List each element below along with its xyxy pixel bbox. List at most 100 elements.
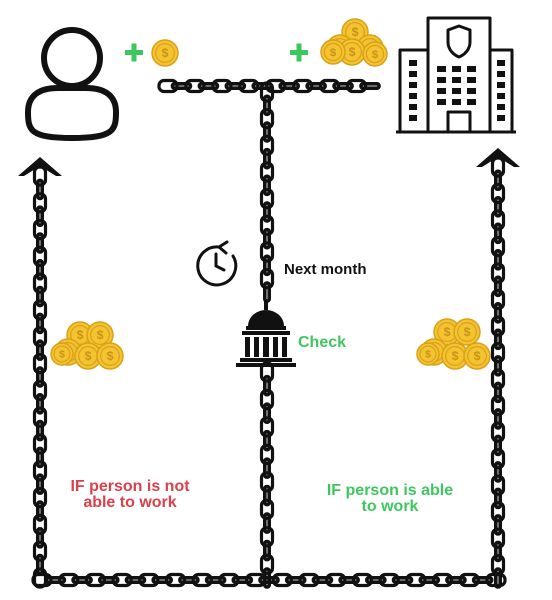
chain-link-icon bbox=[490, 342, 506, 364]
person-icon bbox=[25, 27, 119, 141]
chain-link-icon bbox=[490, 501, 506, 523]
chain-link-icon bbox=[311, 575, 334, 584]
chain-link-icon bbox=[259, 188, 275, 210]
chain-link-icon bbox=[184, 78, 206, 94]
chain-link-icon bbox=[490, 527, 506, 549]
chain-link-icon bbox=[32, 245, 48, 267]
chain-link-icon bbox=[32, 299, 48, 321]
building-window bbox=[452, 66, 461, 72]
chain-link-icon bbox=[197, 82, 220, 91]
next-month-label: Next month bbox=[284, 261, 367, 278]
chain-link-icon bbox=[259, 443, 275, 465]
government-building-icon bbox=[236, 300, 296, 367]
chain-link-icon bbox=[262, 457, 271, 479]
chain-link-icon bbox=[490, 288, 506, 311]
chain-link-icon bbox=[493, 302, 502, 324]
chain-link-icon bbox=[485, 572, 507, 588]
chain-link-icon bbox=[493, 381, 502, 404]
chain-link-icon bbox=[259, 214, 275, 236]
coin-icon: $ bbox=[453, 318, 481, 346]
chain-link-icon bbox=[31, 572, 53, 588]
chain-link-icon bbox=[178, 575, 200, 584]
chain-link-icon bbox=[490, 395, 506, 417]
chain-link-icon bbox=[262, 429, 271, 452]
chain-links bbox=[31, 78, 507, 589]
building-window bbox=[409, 115, 417, 121]
chain-link-icon bbox=[493, 434, 502, 457]
chain-link-icon bbox=[35, 419, 44, 442]
chain-link-icon bbox=[32, 353, 48, 375]
svg-text:$: $ bbox=[464, 325, 471, 339]
svg-text:$: $ bbox=[444, 325, 451, 339]
chain-link-icon bbox=[490, 448, 506, 470]
chain-link-icon bbox=[284, 575, 307, 584]
chain-link-icon bbox=[84, 572, 107, 588]
chain-link-icon bbox=[32, 192, 48, 214]
chain-link-icon bbox=[338, 575, 360, 584]
coin-icon: $ bbox=[362, 41, 388, 67]
chain-link-icon bbox=[490, 421, 506, 443]
plus-icon-large bbox=[290, 43, 308, 62]
chain-link-icon bbox=[490, 368, 506, 390]
chain-link-icon bbox=[238, 78, 260, 94]
building-window bbox=[497, 104, 505, 110]
chain-link-icon bbox=[164, 572, 187, 588]
chain-link-icon bbox=[224, 82, 247, 91]
chain-link-icon bbox=[493, 461, 502, 483]
chain-link-icon bbox=[259, 241, 275, 263]
chain-link-icon bbox=[259, 81, 275, 103]
coin-icon: $ bbox=[151, 39, 179, 67]
building-window bbox=[452, 99, 461, 105]
chain-link-icon bbox=[259, 108, 275, 130]
able-to-work-label: IF person is able to work bbox=[326, 482, 454, 515]
chain-link-icon bbox=[35, 232, 44, 254]
coin-icon: $ bbox=[320, 39, 346, 65]
chain-link-icon bbox=[292, 78, 314, 94]
svg-text:$: $ bbox=[77, 328, 84, 342]
chain-link-icon bbox=[258, 575, 280, 584]
chain-link-icon bbox=[32, 379, 48, 401]
chain-link-icon bbox=[262, 374, 271, 397]
building-window bbox=[497, 71, 505, 77]
chain-link-icon bbox=[493, 249, 502, 271]
chain-link-icon bbox=[32, 272, 48, 294]
coin-icon: $ bbox=[50, 342, 74, 366]
chain-link-icon bbox=[493, 355, 502, 377]
chain-link-icon bbox=[378, 572, 400, 588]
chain-link-icon bbox=[44, 575, 67, 584]
svg-text:$: $ bbox=[352, 25, 359, 39]
building-window bbox=[409, 104, 417, 110]
chain-link-icon bbox=[259, 134, 275, 156]
chain-link-icon bbox=[493, 408, 502, 430]
building-window bbox=[497, 115, 505, 121]
building-window bbox=[452, 77, 461, 83]
chain-link-icon bbox=[431, 572, 454, 588]
chain-link-icon bbox=[35, 500, 44, 522]
chain-link-icon bbox=[262, 174, 271, 197]
chain-link-icon bbox=[35, 553, 44, 576]
chain-link-icon bbox=[265, 78, 287, 94]
coin-icon: $ bbox=[416, 342, 440, 366]
chain-link-icon bbox=[35, 178, 44, 201]
chain-link-icon bbox=[259, 388, 275, 411]
chain-link-icon bbox=[418, 575, 441, 584]
building-window bbox=[467, 77, 476, 83]
chain-link-icon bbox=[71, 575, 93, 584]
chain-link-icon bbox=[35, 258, 44, 281]
building-window bbox=[409, 71, 417, 77]
chain-link-icon bbox=[262, 512, 271, 534]
chain-link-icon bbox=[32, 433, 48, 455]
chain-link-icon bbox=[490, 235, 506, 258]
chain-link-icon bbox=[493, 222, 502, 245]
building-window bbox=[467, 88, 476, 94]
chain-link-icon bbox=[259, 526, 275, 548]
chain-link-icon bbox=[231, 575, 254, 584]
arrow-head-icon-left bbox=[18, 157, 62, 176]
not-able-to-work-label: IF person is not able to work bbox=[70, 478, 190, 511]
chain-link-icon bbox=[35, 205, 44, 227]
svg-text:$: $ bbox=[474, 349, 481, 363]
chain-link-icon bbox=[493, 487, 502, 510]
chain-link-icon bbox=[259, 553, 275, 575]
